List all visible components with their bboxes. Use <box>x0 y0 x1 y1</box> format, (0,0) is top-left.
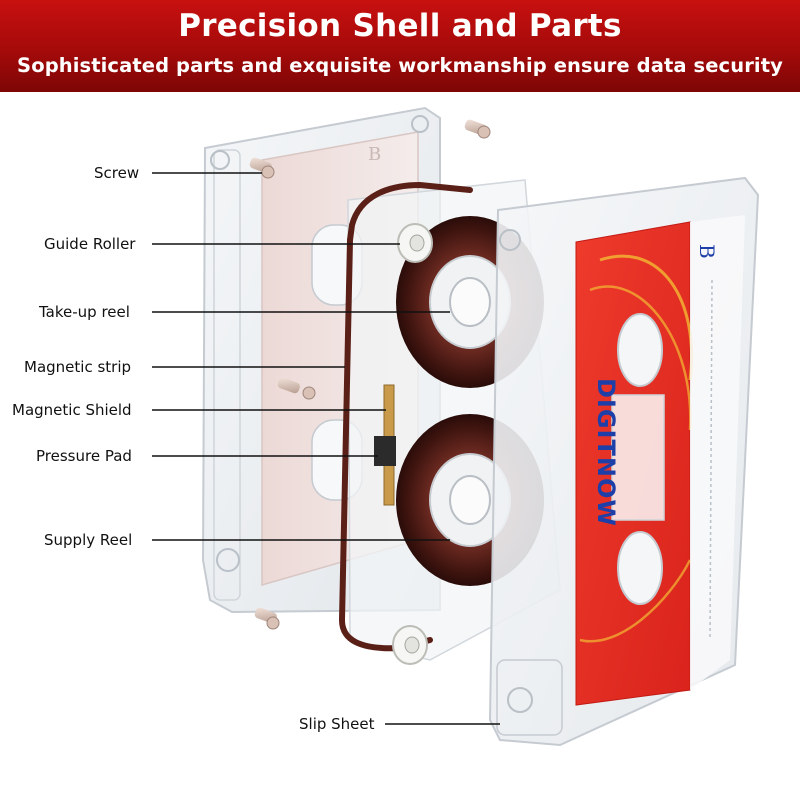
guide-roller-icon <box>392 625 428 665</box>
callout-magnetic-shield: Magnetic Shield <box>12 401 132 419</box>
callout-magnetic-strip: Magnetic strip <box>24 358 132 376</box>
screw-icon <box>254 607 280 630</box>
callout-leader-lines <box>152 172 500 725</box>
callout-guide-roller: Guide Roller <box>44 235 136 253</box>
guide-roller-icon <box>397 223 433 263</box>
callout-takeup-reel: Take-up reel <box>39 303 130 321</box>
pressure-pad <box>374 436 396 466</box>
brand-label: DIGITNOW <box>592 378 620 527</box>
front-shell: DIGITNOW B <box>488 176 760 747</box>
page-subtitle: Sophisticated parts and exquisite workma… <box>17 54 783 77</box>
screw-icon <box>249 157 275 179</box>
screw-icon <box>277 377 316 400</box>
callout-slip-sheet: Slip Sheet <box>299 715 375 733</box>
svg-text:B: B <box>368 144 381 165</box>
side-label: B <box>695 244 719 259</box>
callout-pressure-pad: Pressure Pad <box>36 447 132 465</box>
callout-supply-reel: Supply Reel <box>44 531 133 549</box>
header-banner: Precision Shell and Parts Sophisticated … <box>0 0 800 92</box>
screw-icon <box>464 119 491 139</box>
callout-screw: Screw <box>94 164 140 182</box>
page-title: Precision Shell and Parts <box>178 8 622 44</box>
